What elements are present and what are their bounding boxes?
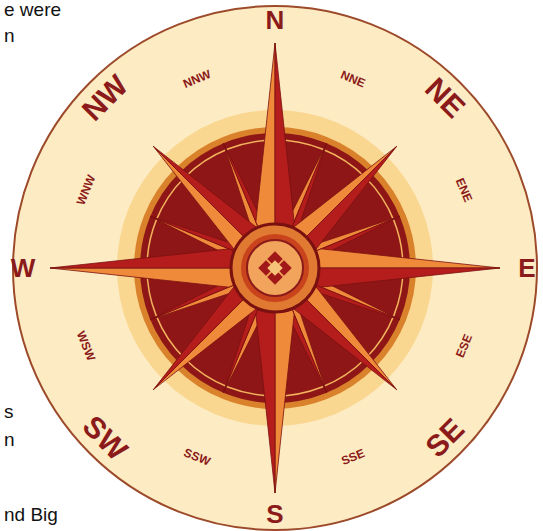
outer-disk [13, 6, 537, 530]
center-inner [247, 240, 303, 296]
text-fragment: s [4, 402, 14, 421]
text-fragment: e were [4, 0, 61, 19]
text-fragment: n [4, 26, 15, 45]
direction-label: W [11, 255, 36, 281]
direction-label: N [266, 7, 285, 33]
direction-label: NE [419, 73, 470, 124]
direction-label: NW [77, 70, 134, 127]
text-fragment: nd Big [4, 505, 58, 524]
center-disk [231, 224, 319, 312]
direction-label: NNW [181, 68, 212, 90]
direction-label: NNE [339, 68, 367, 89]
direction-label: ENE [454, 176, 475, 203]
direction-label: ESE [454, 333, 474, 360]
text-fragment: n [4, 430, 15, 449]
direction-label: WSW [74, 330, 97, 363]
direction-label: E [518, 255, 535, 281]
center-diamond [267, 260, 283, 276]
center-ring [241, 234, 309, 302]
direction-label: SW [78, 410, 133, 465]
direction-label: SSE [340, 447, 367, 467]
direction-label: SSW [182, 447, 212, 469]
direction-label: WNW [74, 173, 97, 207]
direction-label: S [266, 501, 283, 527]
direction-label: SE [420, 413, 470, 463]
